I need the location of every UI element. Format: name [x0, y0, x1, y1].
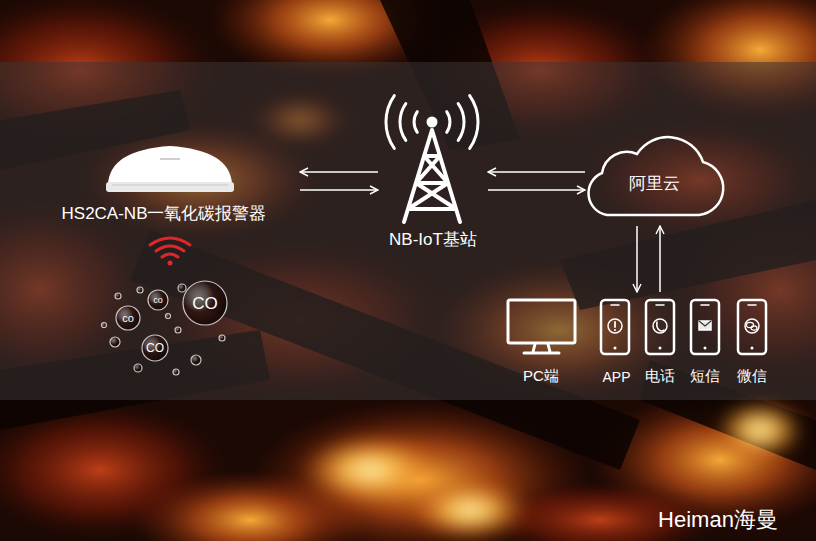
co-bubbles: [102, 281, 228, 375]
translucent-band: [0, 62, 816, 400]
phone-icons: [601, 300, 766, 354]
burning-logs: [0, 0, 816, 470]
terminal-box: 短信: [685, 298, 725, 386]
gas-formula: CO: [146, 342, 164, 354]
co-alarm-device: [106, 146, 234, 192]
link-arrow: [300, 189, 378, 191]
cloud-shape: [589, 137, 724, 215]
node-label: 阿里云: [629, 163, 680, 194]
watermark: Heiman海曼: [658, 509, 778, 531]
gas-formula: co: [153, 296, 163, 305]
signal-icon: [150, 238, 190, 266]
link-arrow: [488, 171, 585, 173]
node-label: 微信: [737, 367, 767, 386]
node-label: HS2CA-NB一氧化碳报警器: [62, 203, 267, 224]
node-label: NB-IoT基站: [389, 229, 477, 250]
link-arrow: [488, 189, 585, 191]
base-station-box: NB-IoT基站: [378, 100, 488, 250]
terminal-box: APP: [595, 298, 638, 386]
link-arrow: [636, 226, 638, 292]
link-arrow: [659, 226, 661, 292]
gas-formula: co: [122, 313, 134, 324]
node-label: 电话: [645, 367, 675, 386]
terminal-box: 电话: [640, 298, 680, 386]
terminal-box: PC端: [503, 298, 579, 386]
base-station-tower: [386, 96, 478, 222]
gas-formula: CO: [192, 295, 218, 312]
cloud-node: 阿里云: [585, 140, 723, 218]
pc-monitor-icon: [508, 300, 575, 353]
node-label: APP: [602, 369, 630, 387]
node-label: PC端: [523, 367, 559, 386]
link-arrow: [300, 171, 378, 173]
terminal-box: 微信: [732, 298, 772, 386]
node-label: 短信: [690, 367, 720, 386]
device-box: HS2CA-NB一氧化碳报警器: [28, 140, 300, 224]
